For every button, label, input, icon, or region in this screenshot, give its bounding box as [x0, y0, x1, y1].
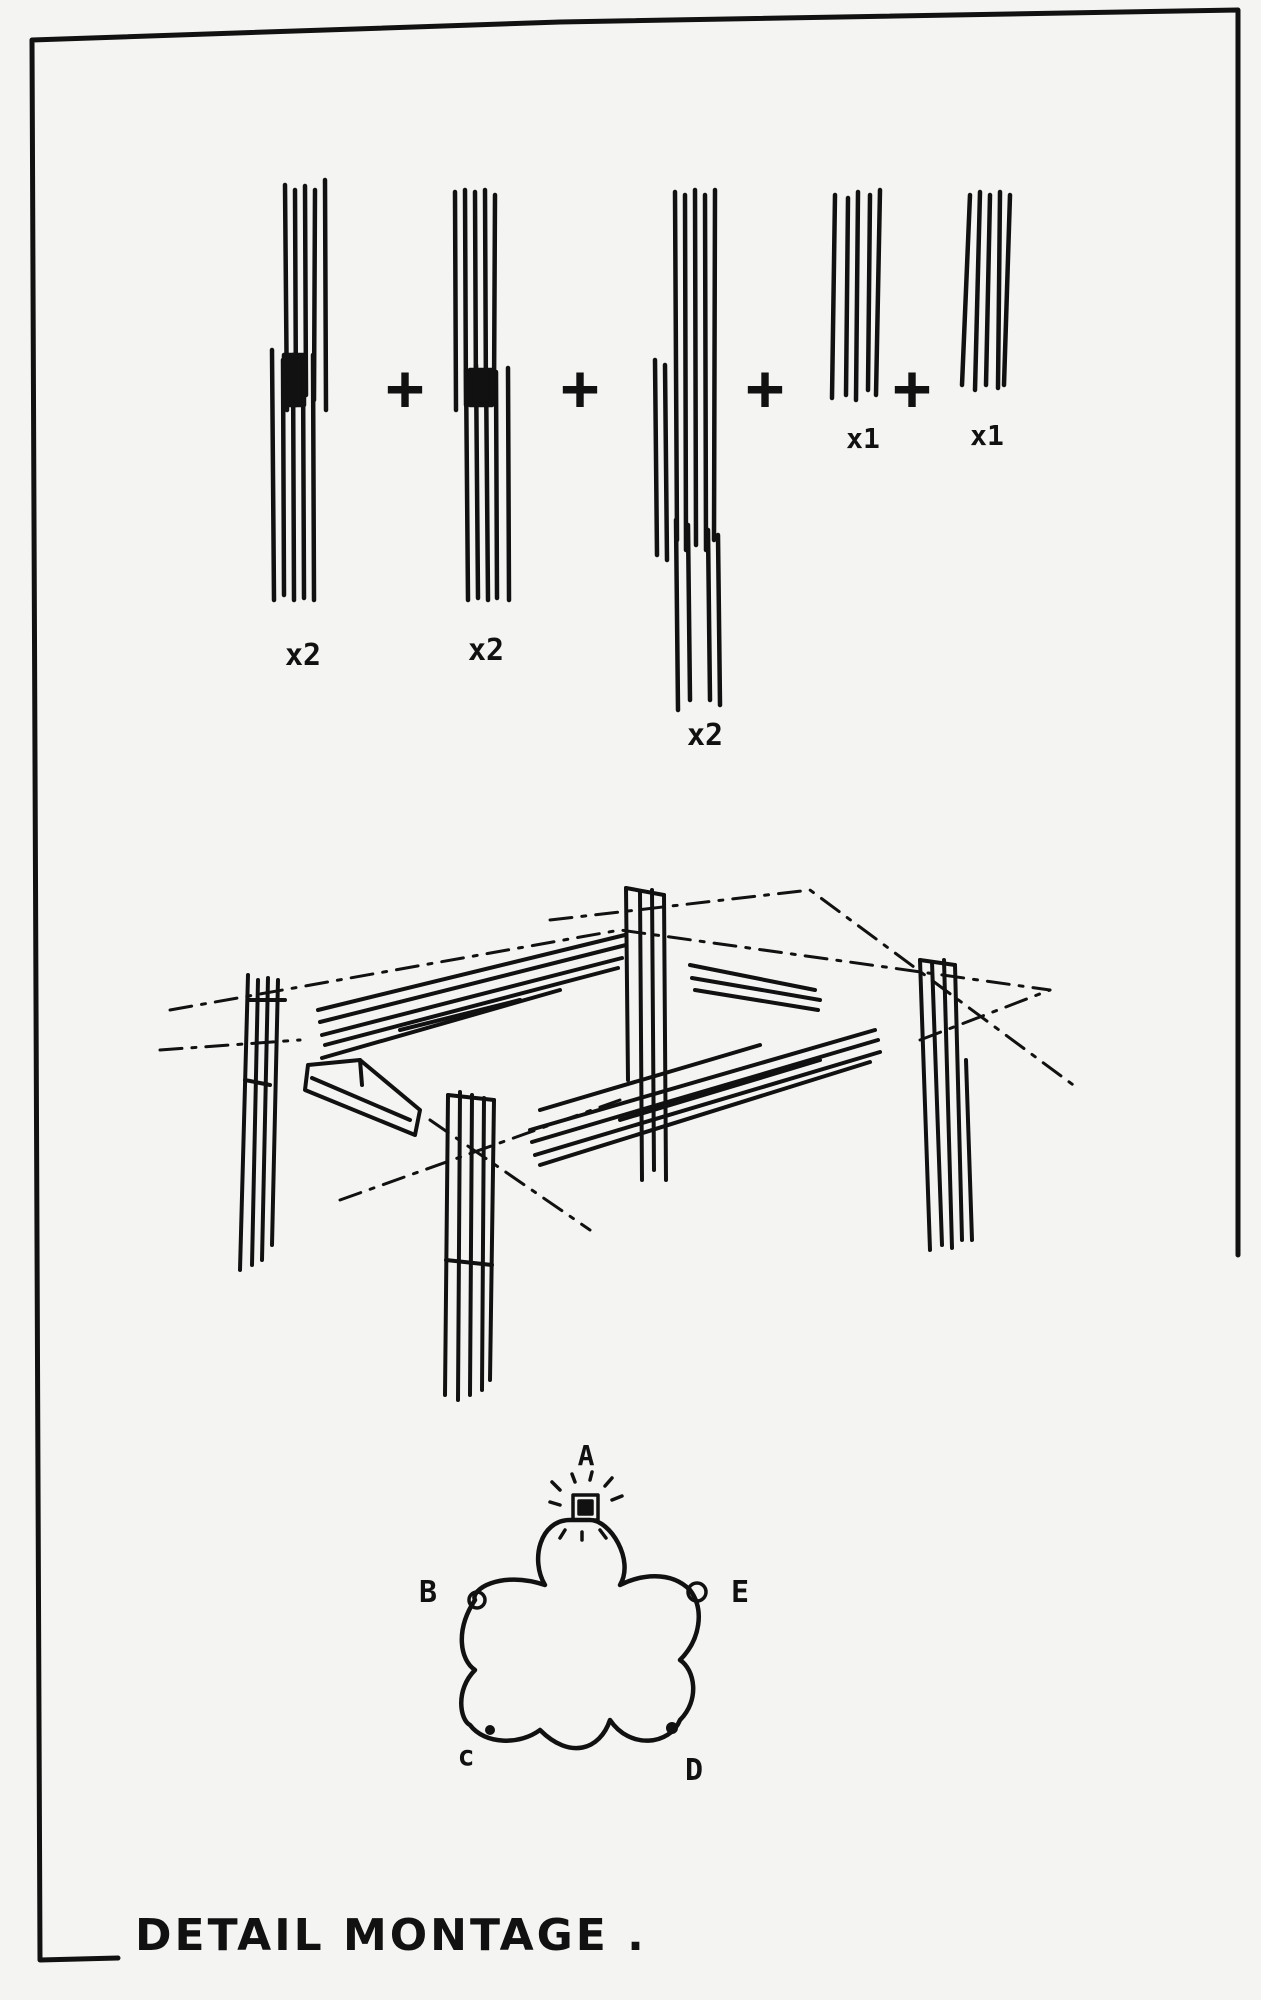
part-4-sketch	[829, 187, 883, 403]
quantity-label-part-3: x2	[687, 718, 723, 753]
node-label-e: E	[731, 1575, 749, 1610]
part-2-sketch	[452, 187, 512, 603]
plan-outline	[459, 1517, 701, 1751]
quantity-label-part-2: x2	[468, 633, 504, 668]
quantity-label-part-4: x1	[846, 422, 880, 455]
sheet-caption: DETAIL MONTAGE .	[135, 1910, 647, 1961]
node-label-c: c	[458, 1739, 475, 1772]
part-3-sketch	[652, 187, 723, 713]
post-right	[918, 958, 974, 1252]
post-center-back	[624, 886, 668, 1182]
node-label-a: A	[578, 1439, 595, 1472]
node-c-marker	[485, 1725, 495, 1735]
beam-front-left	[303, 1058, 422, 1137]
node-b-marker	[467, 1590, 487, 1610]
node-label-d: D	[685, 1753, 703, 1788]
node-d-marker	[666, 1722, 678, 1734]
assembly-perspective	[158, 886, 1082, 1402]
components-row: + + + + x2 x2 x2 x1 x1	[269, 177, 1013, 753]
part-1-sketch	[269, 177, 329, 603]
part-5-sketch	[959, 189, 1013, 393]
node-e-marker	[686, 1581, 708, 1603]
plus-sign-1: +	[386, 352, 425, 426]
quantity-label-part-1: x2	[285, 638, 321, 673]
post-front	[443, 1090, 496, 1402]
quantity-label-part-5: x1	[970, 419, 1004, 452]
beam-back-right	[688, 963, 822, 1012]
plan-detail: A B c D E	[419, 1439, 749, 1788]
beam-back-left	[316, 933, 628, 1060]
sheet-frame	[29, 7, 1241, 1963]
axis-lines	[158, 888, 1082, 1232]
plus-sign-2: +	[561, 352, 600, 426]
beam-front-right	[528, 1028, 882, 1167]
plus-sign-3: +	[746, 352, 785, 426]
plus-sign-4: +	[893, 352, 932, 426]
post-left	[238, 973, 287, 1272]
node-label-b: B	[419, 1575, 437, 1610]
node-a-marker	[548, 1470, 624, 1542]
